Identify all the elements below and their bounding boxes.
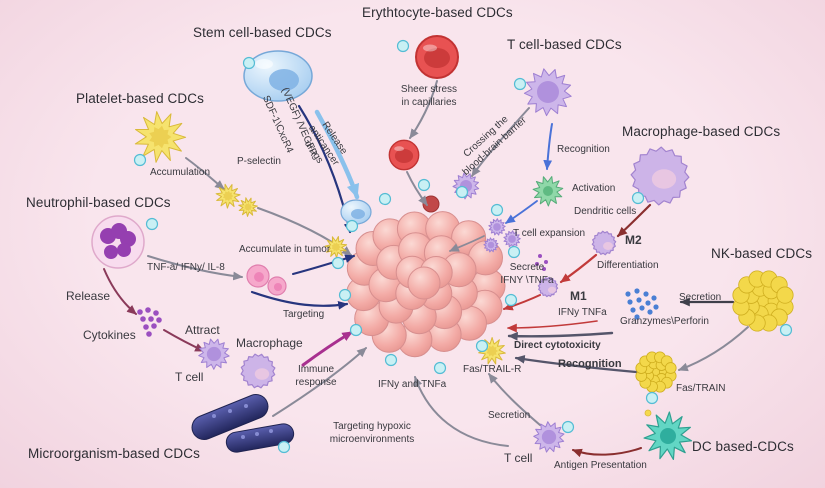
label-dendritic-cells: Dendritic cells	[574, 206, 637, 217]
label-recognition-tcell: Recognition	[557, 144, 610, 155]
arrow-accumulate-in-tumor	[292, 254, 356, 275]
arrow-platelet-accumulation	[185, 157, 225, 190]
t-cell-top	[523, 68, 572, 117]
t-cell-expansion-1	[488, 218, 506, 236]
title-neutrophil-cdc: Neutrophil-based CDCs	[26, 195, 171, 210]
granzymes-perforin-dots	[625, 288, 659, 320]
neutrophil-cell	[91, 215, 145, 269]
label-t-cell-expansion: T cell expansion	[513, 228, 586, 239]
nk-cell	[732, 270, 794, 332]
arrow-targeting-to-tumor	[250, 290, 349, 310]
cells-layer	[91, 35, 794, 460]
arrow-release-cytokines	[103, 268, 137, 315]
arrow-expansion-to-tumor	[448, 235, 485, 252]
arrow-erythrocyte-to-tumor	[406, 171, 428, 206]
label-targeting-hypoxic: Targeting hypoxic microenvironments	[329, 421, 415, 445]
label-ifny-tnfa: IFNy TNFa	[558, 307, 607, 318]
arrow-immune-response-to-tumor	[301, 330, 354, 367]
label-release: Release	[66, 289, 111, 303]
title-dc-cdc: DC based-CDCs	[692, 439, 794, 454]
label-differentiation: Differentiation	[597, 260, 659, 271]
m1-cell	[537, 276, 559, 298]
label-granzymes-perforin: Granzymes\Perforin	[620, 316, 709, 327]
label-antigen-presentation: Antigen Presentation	[554, 460, 647, 471]
title-nk-cdc: NK-based CDCs	[711, 246, 813, 261]
stem-cell	[243, 50, 313, 102]
title-tcell-cdc: T cell-based CDCs	[507, 37, 622, 52]
arrow-erythrocyte-sheer-stress	[409, 80, 438, 139]
label-ifny-and-tnfa: IFNy and TNFa	[378, 379, 447, 390]
platelet-cell	[134, 111, 187, 163]
erythrocyte-cell-small	[388, 139, 420, 171]
label-tnf-ifny-il8: TNF-a/ IFNy/ IL-8	[147, 262, 225, 273]
t-cell-expansion-3	[483, 237, 499, 253]
label-sheer-stress: Sheer stress in capillaries	[400, 84, 458, 108]
arrow-antigen-presentation	[571, 447, 642, 458]
arrows	[103, 80, 749, 458]
arrow-microorganism-to-tumor	[272, 347, 367, 417]
t-cell-left	[198, 338, 230, 370]
t-cell-bottom	[533, 421, 565, 453]
arrow-macrophage-to-m2	[616, 203, 652, 238]
stem-cell-small	[340, 199, 372, 225]
label-secrete-ifny-tnfa: Secrete IFNY \TNFa	[500, 262, 554, 286]
t-cell-expansion-2	[503, 230, 521, 248]
title-platelet-cdc: Platelet-based CDCs	[76, 91, 204, 106]
arrow-tcell-secretion-to-tumor	[488, 373, 541, 426]
dc-cell	[643, 409, 693, 460]
dendritic-cell	[532, 176, 564, 207]
label-fas-train: Fas/TRAIN	[676, 383, 726, 394]
title-macrophage-cdc: Macrophage-based CDCs	[622, 124, 781, 139]
label-secretion-dc: Secretion	[488, 410, 531, 421]
label-p-selectin: P-selectin	[237, 156, 281, 167]
arrow-tcell-recognition	[543, 123, 553, 171]
arrow-neutrophil-tnf	[147, 255, 244, 281]
label-fas-trail-r: Fas/TRAIL-R	[463, 364, 522, 375]
microorganism-bacteria	[191, 394, 295, 453]
arrow-ifny-tnfa-to-tumor	[506, 320, 598, 333]
nk-cell-small	[635, 351, 677, 393]
label-direct-cytotoxicity: Direct cytotoxicity	[514, 340, 601, 351]
label-t-cell-left: T cell	[175, 370, 204, 384]
platelet-fragment-1	[215, 183, 241, 209]
platelet-fragment-2	[238, 197, 258, 217]
title-erythrocyte-cdc: Erythtocyte-based CDCs	[362, 5, 513, 20]
tumor-mass	[346, 195, 506, 358]
cytokine-dots	[137, 307, 162, 337]
label-macrophage-mid: Macrophage	[236, 336, 303, 350]
label-t-cell-bottom: T cell	[504, 451, 533, 465]
label-activation: Activation	[572, 183, 616, 194]
arrow-m1-to-tumor	[502, 294, 541, 311]
arrow-direct-cytotoxicity	[507, 331, 614, 341]
arrow-dendritic-activation	[505, 200, 538, 224]
title-microorganism-cdc: Microorganism-based CDCs	[28, 446, 200, 461]
macrophage-cell	[630, 146, 690, 206]
label-m1: M1	[570, 289, 587, 303]
label-recognition-nk: Recognition	[558, 358, 622, 370]
m2-cell	[591, 230, 617, 256]
drug-particles	[133, 39, 793, 454]
secreted-ifn-dots	[535, 254, 548, 271]
label-targeting: Targeting	[283, 309, 325, 320]
title-stem-cdc: Stem cell-based CDCs	[193, 25, 332, 40]
macrophage-mid-cell	[240, 353, 276, 389]
arrow-nk-to-nk2	[677, 326, 749, 372]
label-m2: M2	[625, 233, 642, 247]
arrow-nk2-recognition	[514, 354, 638, 374]
arrow-release-anticancer-drugs	[314, 109, 360, 200]
arrow-ifny-and-tnfa-to-tumor	[413, 375, 509, 447]
platelet-near-tumor	[324, 236, 348, 259]
accumulating-pink-cells	[246, 264, 287, 296]
arrow-crossing-bbb	[471, 107, 530, 177]
arrow-differentiation	[559, 253, 598, 284]
label-accumulation: Accumulation	[150, 167, 211, 178]
label-accumulate-in-tumor: Accumulate in tumor	[239, 244, 331, 255]
label-secretion-nk: Secretion	[679, 292, 722, 303]
label-cytokines: Cytokines	[83, 328, 136, 342]
erythrocyte-cell	[415, 35, 459, 79]
label-attract: Attract	[185, 323, 220, 337]
label-immune-response: Immune response	[295, 364, 337, 388]
